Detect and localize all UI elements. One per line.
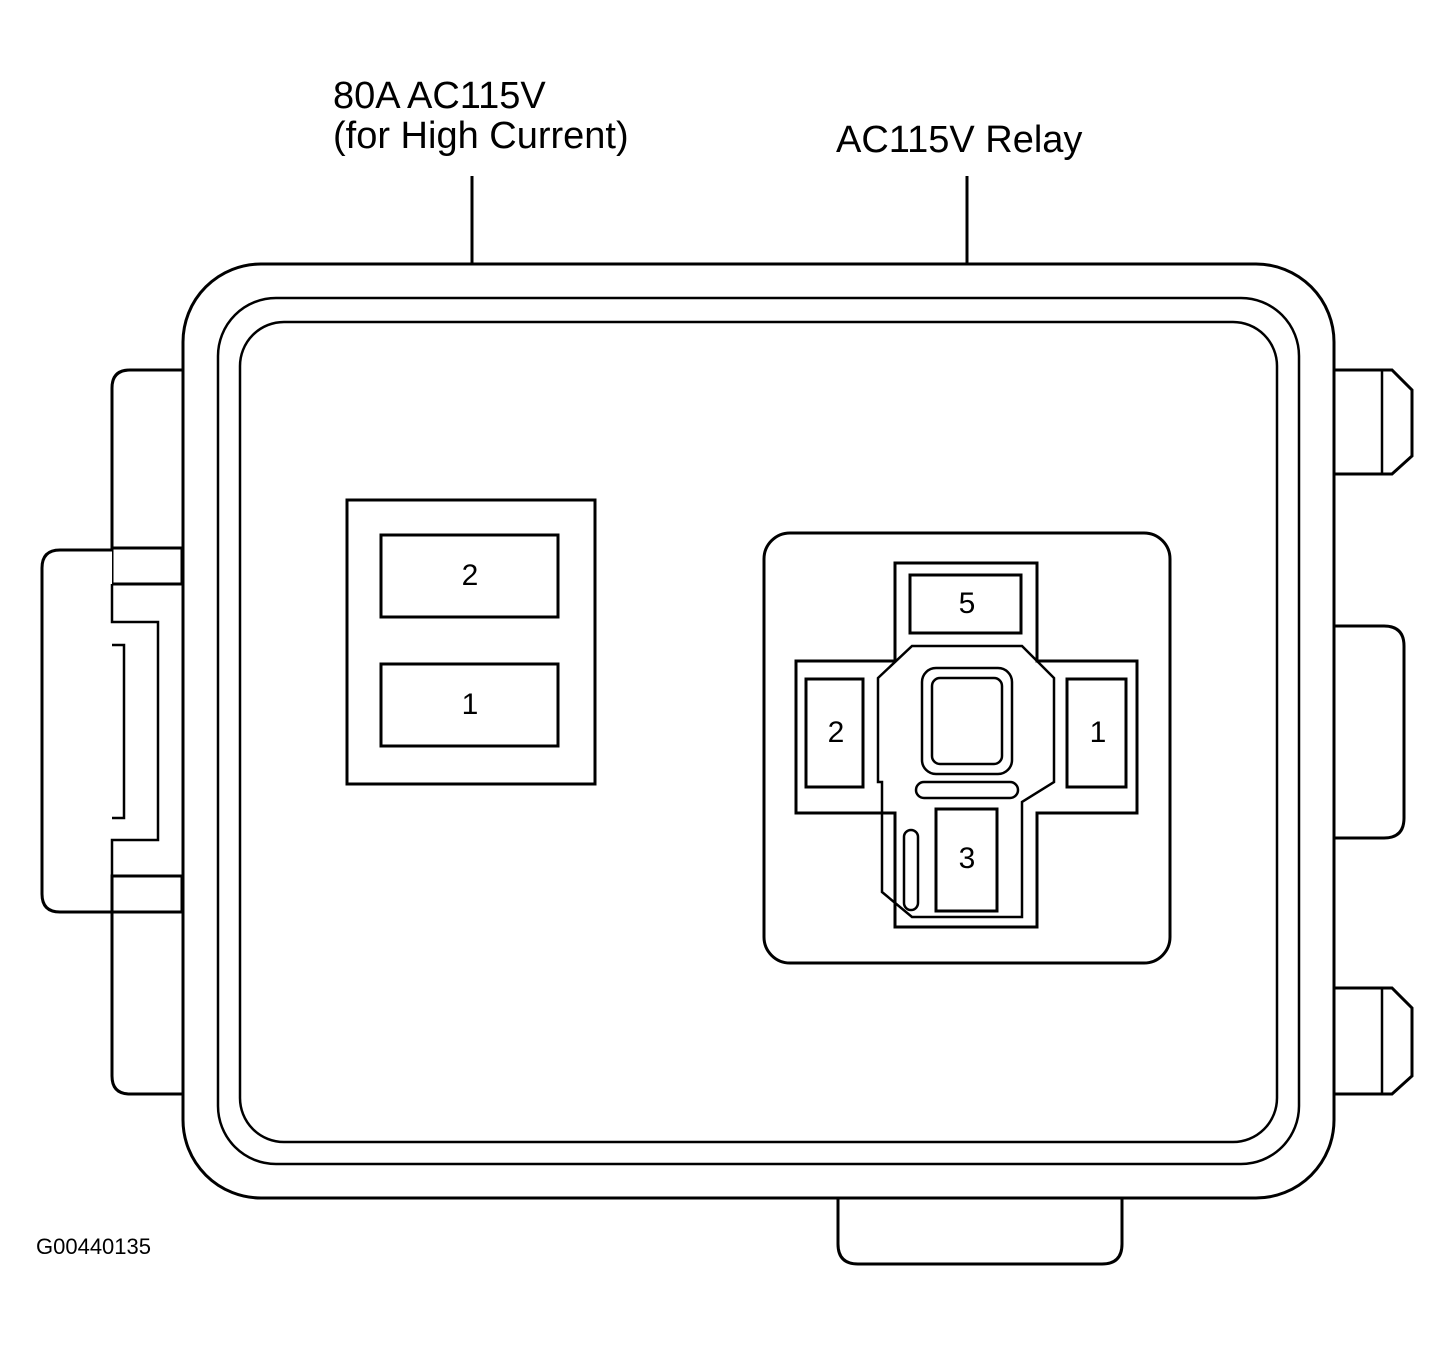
fuse-slot-1 <box>379 662 560 748</box>
relay-terminal-1-label: 1 <box>1090 716 1107 749</box>
fuse-slot-1-label: 1 <box>462 688 479 721</box>
relay-terminal-1 <box>1065 677 1128 789</box>
figure-code: G00440135 <box>36 1234 151 1259</box>
relay-terminal-5 <box>908 573 1023 635</box>
relay-ac115v: 5 2 1 3 <box>762 531 1172 965</box>
relay-terminal-3 <box>934 807 999 913</box>
right-clip-tabs <box>1334 368 1414 1096</box>
relay-terminal-2 <box>804 677 865 789</box>
relay-terminal-3-label: 3 <box>959 842 976 875</box>
relay-key-slot-horizontal <box>914 780 1020 800</box>
relay-center-post-outer <box>920 666 1014 776</box>
relay-center-post-inner <box>930 676 1004 766</box>
fuse-label-line1: 80A AC115V <box>333 75 546 117</box>
fuse-slot-2 <box>379 533 560 619</box>
bottom-clip-tab <box>836 1198 1124 1266</box>
fuse-label-line2: (for High Current) <box>333 115 629 157</box>
relay-key-slot-vertical <box>902 828 920 912</box>
box-housing-rim <box>216 296 1301 1166</box>
relay-label: AC115V Relay <box>836 119 1082 161</box>
fuse-80a: 2 1 <box>345 498 597 786</box>
fuse-slot-2-label: 2 <box>462 559 479 592</box>
relay-terminal-2-label: 2 <box>828 716 845 749</box>
box-housing-inner <box>238 320 1279 1144</box>
relay-terminal-5-label: 5 <box>959 587 976 620</box>
left-clip-tabs <box>40 368 184 1096</box>
relay-socket-inner <box>876 644 1056 919</box>
